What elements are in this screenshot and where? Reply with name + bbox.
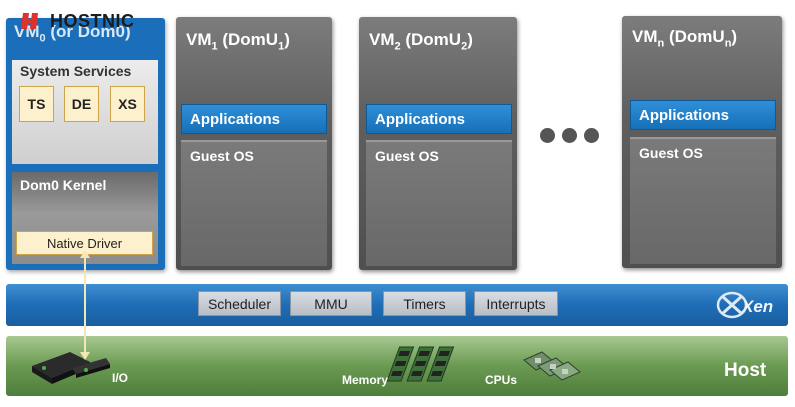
vm1-guest-os-panel xyxy=(181,140,327,266)
svg-text:Xen: Xen xyxy=(741,297,773,316)
cpus-label: CPUs xyxy=(485,373,518,387)
system-services-title: System Services xyxy=(20,63,132,79)
vmn-title: VMn (DomUn) xyxy=(632,27,738,50)
vm1-applications: Applications xyxy=(181,104,327,134)
hostnic-logo: HOSTNIC xyxy=(20,8,135,34)
timers-component: Timers xyxy=(383,291,466,316)
interrupts-component: Interrupts xyxy=(474,291,558,316)
ellipsis-dot-3 xyxy=(584,128,599,143)
vmn-guest-os-label: Guest OS xyxy=(639,145,703,161)
vm1-guest-os-label: Guest OS xyxy=(190,148,254,164)
vm2-guest-os-label: Guest OS xyxy=(375,148,439,164)
service-xs: XS xyxy=(110,86,145,122)
service-de: DE xyxy=(64,86,99,122)
xen-logo-icon: Xen xyxy=(716,291,773,319)
service-ts: TS xyxy=(19,86,54,122)
logo-text: HOSTNIC xyxy=(50,10,135,31)
vm2-applications: Applications xyxy=(366,104,512,134)
host-title: Host xyxy=(724,360,767,381)
memory-label: Memory xyxy=(342,373,389,387)
vmn-guest-os-panel xyxy=(630,137,776,264)
io-device-icon xyxy=(32,352,110,384)
memory-modules-icon xyxy=(386,346,455,382)
ellipsis-dot-2 xyxy=(562,128,577,143)
mmu-component: MMU xyxy=(290,291,372,316)
hostnic-logo-icon xyxy=(21,13,38,29)
vm2-guest-os-panel xyxy=(366,140,512,266)
io-label: I/O xyxy=(112,371,129,385)
dom0-kernel-title: Dom0 Kernel xyxy=(20,177,107,193)
vm1-title: VM1 (DomU1) xyxy=(186,30,290,53)
vm2-title: VM2 (DomU2) xyxy=(369,30,473,53)
scheduler-component: Scheduler xyxy=(198,291,281,316)
vmn-applications: Applications xyxy=(630,100,776,130)
ellipsis-dot-1 xyxy=(540,128,555,143)
driver-io-connector xyxy=(80,250,90,360)
cpus-icon xyxy=(523,351,581,381)
